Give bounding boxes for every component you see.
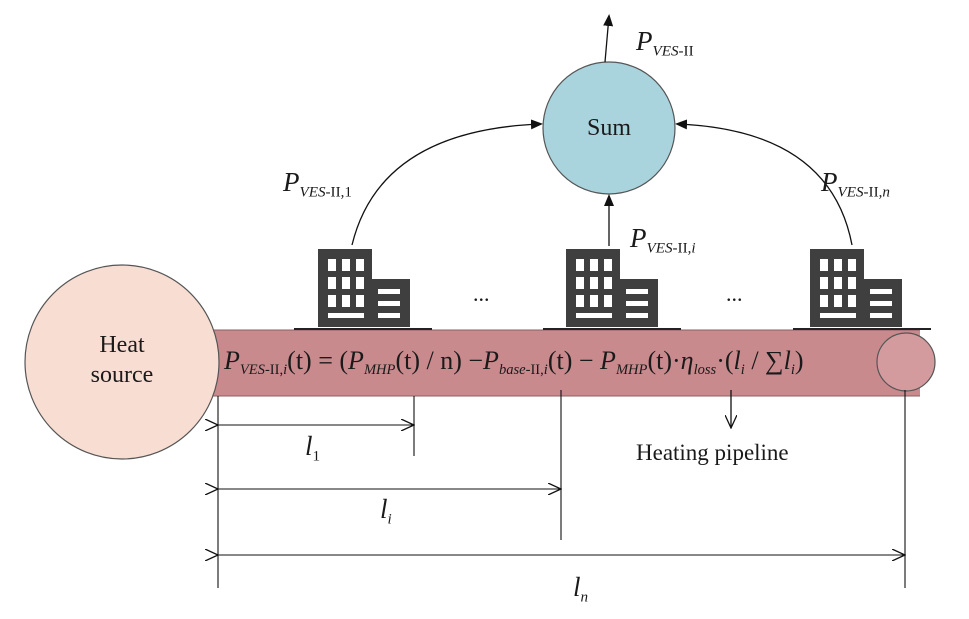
symbol-p: P — [224, 346, 240, 375]
symbol-ii: -II — [672, 240, 688, 257]
building-1-icon — [318, 249, 410, 327]
symbol-i: i — [283, 362, 288, 379]
symbol-loss: loss — [693, 362, 717, 379]
symbol-comma: , — [540, 362, 544, 379]
symbol-ii: -II — [325, 184, 341, 201]
symbol-comma: , — [687, 240, 692, 257]
symbol-ves: VES — [646, 240, 673, 257]
length-label-ln: ln — [573, 572, 588, 606]
power-label-n: PVES-II,n — [821, 167, 890, 201]
symbol-ii: -II — [525, 362, 541, 379]
power-label-1: PVES-II,1 — [283, 167, 352, 201]
symbol-comma-1: ,1 — [340, 184, 352, 201]
sum-label: Sum — [586, 115, 631, 141]
symbol-i: i — [387, 511, 392, 528]
symbol-ves: VES — [239, 362, 265, 379]
symbol-base: base — [498, 362, 526, 379]
symbol-ii: -II — [264, 362, 280, 379]
heating-pipeline-label: Heating pipeline — [636, 440, 789, 465]
symbol-p: P — [630, 223, 647, 253]
symbol-p: P — [348, 346, 364, 375]
building-i-icon — [566, 249, 658, 327]
symbol-comma: , — [878, 184, 883, 201]
symbol-l: l — [573, 572, 581, 602]
symbol-p: P — [283, 167, 300, 197]
symbol-comma: , — [279, 362, 284, 379]
symbol-l: l — [733, 346, 741, 375]
flow-arrow-n — [675, 119, 853, 246]
symbol-l: l — [305, 431, 313, 461]
symbol-p: P — [821, 167, 838, 197]
formula-part-7: ) — [794, 346, 804, 375]
symbol-n: n — [882, 184, 890, 201]
heat-source-line2: source — [90, 362, 154, 388]
symbol-eta: η — [680, 346, 694, 375]
symbol-ves: VES — [837, 184, 864, 201]
power-label-i: PVES-II,i — [630, 223, 696, 257]
symbol-mhp: MHP — [615, 362, 648, 379]
symbol-l: l — [783, 346, 791, 375]
heat-source-label: Heat source — [72, 330, 172, 390]
heat-source-line1: Heat — [99, 332, 145, 358]
symbol-ii: -II — [678, 43, 694, 60]
formula-part-4: (t)· — [647, 346, 681, 375]
heat-source-node — [24, 264, 220, 460]
symbol-i: i — [691, 240, 696, 257]
symbol-1: 1 — [312, 448, 321, 465]
formula-part-2: (t) / n) − — [395, 346, 484, 375]
formula-part-1: (t) = ( — [287, 346, 349, 375]
formula-part-5: ·( — [716, 346, 734, 375]
building-n-icon — [810, 249, 902, 327]
ellipsis-right: ... — [726, 281, 743, 306]
pipeline-end-cap — [876, 332, 936, 392]
symbol-i: i — [790, 362, 795, 379]
symbol-ii: -II — [863, 184, 879, 201]
symbol-i: i — [740, 362, 745, 379]
symbol-p: P — [600, 346, 616, 375]
symbol-l: l — [380, 494, 388, 524]
length-label-li: li — [380, 494, 392, 528]
flow-arrow-1 — [351, 119, 543, 246]
ellipsis-left: ... — [473, 281, 490, 306]
symbol-i: i — [543, 362, 548, 379]
symbol-mhp: MHP — [363, 362, 396, 379]
formula-part-3: (t) − — [547, 346, 601, 375]
symbol-ves: VES — [652, 43, 679, 60]
output-arrow — [603, 14, 614, 63]
symbol-n: n — [580, 589, 589, 606]
heating-pipeline-body — [208, 330, 920, 396]
symbol-p: P — [483, 346, 499, 375]
formula-part-6: / ∑ — [744, 346, 784, 375]
output-power-label: PVES-II — [636, 26, 694, 60]
length-label-l1: l1 — [305, 431, 320, 465]
symbol-ves: VES — [299, 184, 326, 201]
symbol-p: P — [636, 26, 653, 56]
power-formula: PVES-II,i(t) = (PMHP(t) / n) −Pbase-II,i… — [224, 346, 804, 379]
